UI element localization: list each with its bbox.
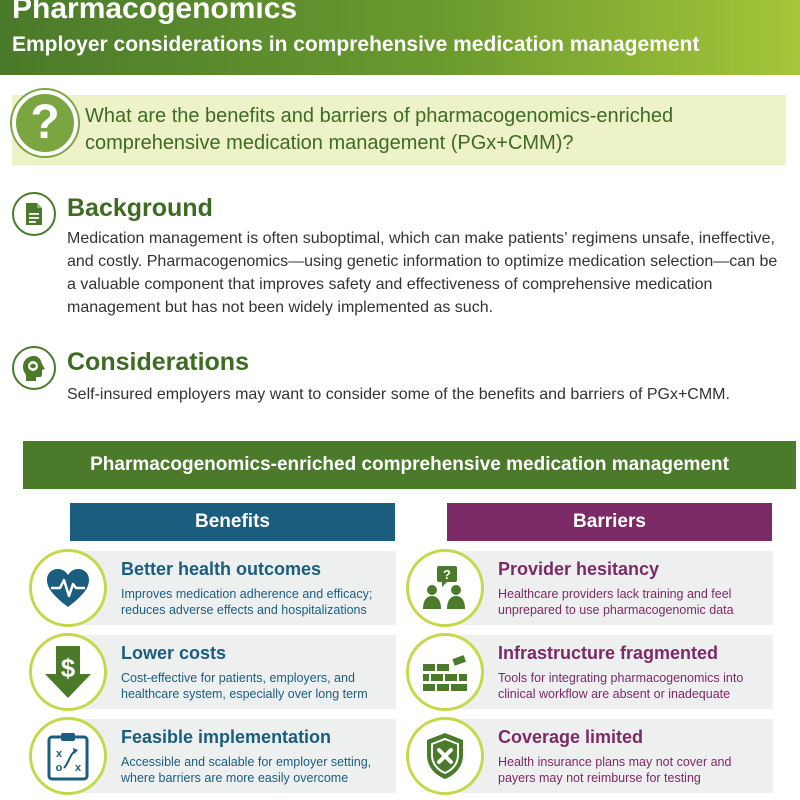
broken-brick-wall-icon	[406, 633, 484, 711]
dollar-down-arrow-icon: $	[29, 633, 107, 711]
barrier-desc: Health insurance plans may not cover and…	[498, 755, 732, 785]
background-body: Medication management is often suboptima…	[67, 230, 778, 316]
benefit-card: Better health outcomes Improves medicati…	[66, 551, 396, 625]
benefits-heading: Benefits	[70, 503, 395, 541]
header-banner: Pharmacogenomics Employer considerations…	[0, 0, 800, 75]
benefit-card: Lower costs Cost-effective for patients,…	[66, 635, 396, 709]
benefit-title: Lower costs	[121, 643, 227, 663]
benefit-desc: Improves medication adherence and effica…	[121, 587, 373, 617]
barriers-heading: Barriers	[447, 503, 772, 541]
svg-text:x: x	[75, 762, 82, 774]
barrier-card: Infrastructure fragmented Tools for inte…	[443, 635, 773, 709]
question-box	[12, 95, 786, 165]
page-title: Pharmacogenomics	[12, 0, 298, 25]
question-text: What are the benefits and barriers of ph…	[85, 105, 674, 154]
page-subtitle: Employer considerations in comprehensive…	[12, 33, 700, 56]
question-mark-icon: ?	[12, 90, 78, 156]
svg-text:x: x	[56, 748, 63, 760]
svg-text:o: o	[56, 762, 63, 774]
document-icon	[12, 192, 56, 236]
heart-pulse-icon	[29, 549, 107, 627]
shield-x-icon	[406, 717, 484, 795]
benefit-title: Feasible implementation	[121, 727, 332, 747]
background-heading: Background	[67, 194, 213, 222]
barrier-card: Provider hesitancy Healthcare providers …	[443, 551, 773, 625]
barrier-desc: Healthcare providers lack training and f…	[498, 587, 734, 617]
benefit-card: Feasible implementation Accessible and s…	[66, 719, 396, 793]
benefit-title: Better health outcomes	[121, 559, 322, 579]
barrier-title: Coverage limited	[498, 727, 644, 747]
benefit-desc: Cost-effective for patients, employers, …	[121, 671, 368, 701]
considerations-body: Self-insured employers may want to consi…	[67, 386, 730, 403]
people-question-icon: ?	[406, 549, 484, 627]
benefit-desc: Accessible and scalable for employer set…	[121, 755, 372, 785]
considerations-heading: Considerations	[67, 348, 249, 376]
svg-text:$: $	[61, 653, 76, 683]
barrier-title: Provider hesitancy	[498, 559, 660, 579]
strategy-board-icon: x o x	[29, 717, 107, 795]
head-brain-icon	[12, 346, 56, 390]
pgx-cmm-banner: Pharmacogenomics-enriched comprehensive …	[23, 441, 796, 489]
svg-text:?: ?	[443, 567, 451, 582]
barrier-title: Infrastructure fragmented	[498, 643, 719, 663]
barrier-desc: Tools for integrating pharmacogenomics i…	[498, 671, 744, 701]
barrier-card: Coverage limited Health insurance plans …	[443, 719, 773, 793]
